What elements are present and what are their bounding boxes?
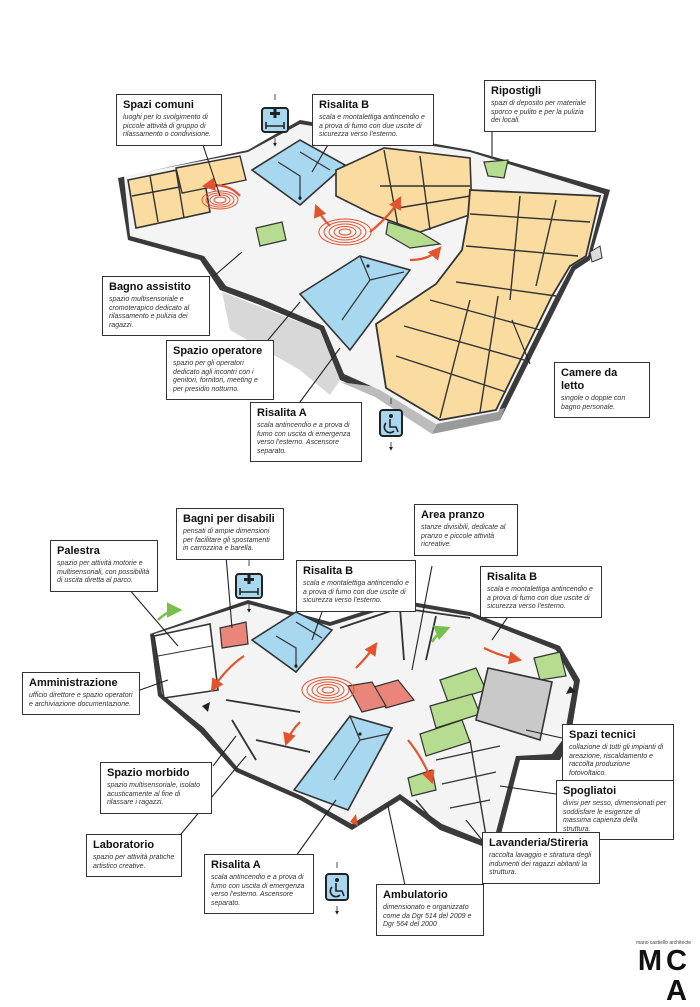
label-spazi-tecnici: Spazi tecnici collazione di tutti gli im… [562,724,674,785]
label-spazi-comuni: Spazi comuni luoghi per lo svolgimento d… [116,94,222,146]
label-title: Ripostigli [491,85,542,97]
label-risalita-a: Risalita A scala antincendio e a prova d… [250,402,362,463]
label-desc: spazio per gli operatori dedicato agli i… [173,360,258,393]
medical-cross-bed-icon [235,560,263,612]
label-desc: luoghi per lo svolgimento di piccole att… [123,114,211,139]
label-amministrazione: Amministrazione ufficio direttore e spaz… [22,672,140,716]
label-title: Spazi comuni [123,99,194,111]
label-desc: singole o doppie con bagno personale. [561,395,626,411]
label-desc: divisi per sesso, dimensionati per soddi… [563,800,667,833]
label-title: Spogliatoi [563,785,617,797]
label-desc: stanze divisibili, dedicate al pranzo e … [421,524,506,549]
lower-floor-plan [127,555,580,891]
brand-small-text: mario castiello architecte [635,940,691,946]
brand-mark: MC A [637,945,691,1007]
label-lavanderia-stireria: Lavanderia/Stireria raccolta lavaggio e … [482,832,600,884]
label-title: Ambulatorio [383,889,448,901]
label-bagno-assistito: Bagno assistito spazio multisensoriale e… [102,276,210,337]
wheelchair-icon [325,862,349,914]
label-desc: ufficio direttore e spazio operatori e a… [29,692,133,708]
label-laboratorio: Laboratorio spazio per attività pratiche… [86,834,182,878]
label-risalita-a-lower: Risalita A scala antincendio e a prova d… [204,854,314,915]
label-spazio-operatore: Spazio operatore spazio per gli operator… [166,340,274,401]
label-title: Spazio morbido [107,767,190,779]
label-title: Risalita B [319,99,370,111]
label-desc: raccolta lavaggio e stiratura degli indu… [489,852,592,877]
label-title: Spazi tecnici [569,729,636,741]
label-title: Spazio operatore [173,345,263,357]
medical-cross-bed-icon [261,94,289,146]
brand-logo: mario castiello architecte MC A [611,940,691,1006]
wheelchair-icon [379,398,403,450]
label-title: Area pranzo [421,509,485,521]
label-desc: collazione di tutti gli impianti di area… [569,744,664,777]
label-ambulatorio: Ambulatorio dimensionato e organizzato c… [376,884,484,936]
label-risalita-b-lower-2: Risalita B scala e montalettiga antincen… [480,566,602,618]
label-title: Bagno assistito [109,281,191,293]
label-desc: scala e montalettiga antincendio e a pro… [319,114,425,139]
label-risalita-b-lower-1: Risalita B scala e montalettiga antincen… [296,560,416,612]
label-bagni-disabili: Bagni per disabili pensati di ampie dime… [176,508,284,560]
label-desc: pensati di ampie dimensioni per facilita… [183,528,270,553]
upper-floor-plan [118,120,610,434]
label-desc: scala antincendio e a prova di fumo con … [211,874,305,907]
label-title: Amministrazione [29,677,118,689]
label-spogliatoi: Spogliatoi divisi per sesso, dimensionat… [556,780,674,841]
label-title: Laboratorio [93,839,155,851]
label-desc: scala e montalettiga antincendio e a pro… [303,580,409,605]
label-camere-da-letto: Camere da letto singole o doppie con bag… [554,362,650,419]
label-desc: dimensionato e organizzato come da Dgr 5… [383,904,472,929]
label-desc: spazio multisensoriale, isolato acustica… [107,782,200,807]
label-title: Risalita B [303,565,354,577]
label-title: Risalita B [487,571,538,583]
label-palestra: Palestra spazio per attività motorie e m… [50,540,158,592]
label-desc: scala antincendio e a prova di fumo con … [257,422,351,455]
label-desc: spazio multisensoriale e cromoterapico d… [109,296,190,329]
label-desc: spazio per attività motorie e multisenso… [57,560,150,585]
label-title: Lavanderia/Stireria [489,837,589,849]
label-title: Bagni per disabili [183,513,275,525]
label-desc: spazi di deposito per materiale sporco e… [491,100,586,125]
label-desc: scala e montalettiga antincendio e a pro… [487,586,593,611]
label-desc: spazio per attività pratiche artistico c… [93,854,175,870]
label-ripostigli: Ripostigli spazi di deposito per materia… [484,80,596,132]
label-title: Palestra [57,545,100,557]
label-spazio-morbido: Spazio morbido spazio multisensoriale, i… [100,762,212,814]
label-risalita-b: Risalita B scala e montalettiga antincen… [312,94,434,146]
label-title: Risalita A [211,859,261,871]
label-area-pranzo: Area pranzo stanze divisibili, dedicate … [414,504,518,556]
label-title: Risalita A [257,407,307,419]
label-title: Camere da letto [561,367,618,392]
